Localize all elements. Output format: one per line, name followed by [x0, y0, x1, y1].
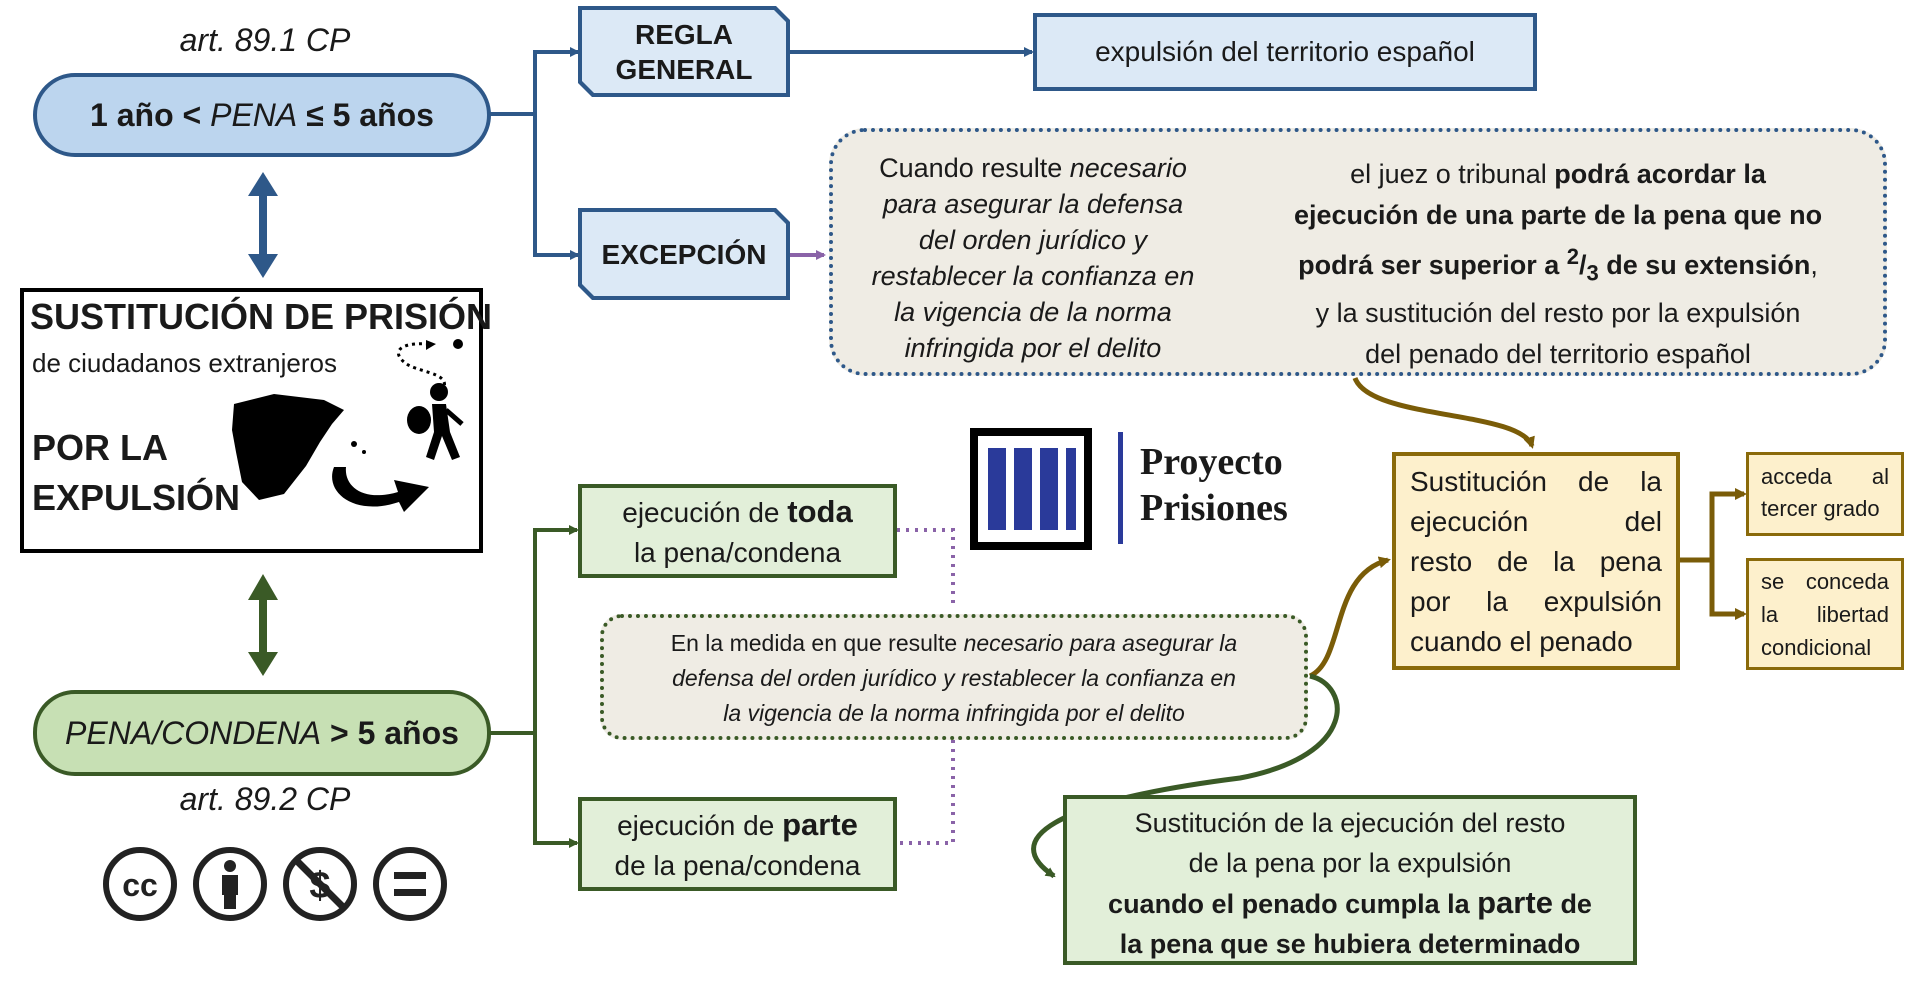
article-89-1-caption: art. 89.1 CP [179, 22, 351, 58]
logo-line-2: Prisiones [1140, 487, 1288, 529]
regla-general-box: REGLA GENERAL [578, 6, 790, 97]
top-branch-connector [490, 47, 1034, 260]
purple-dotted-links [897, 528, 955, 845]
central-line-4: EXPULSIÓN [32, 477, 241, 518]
central-subtitle: de ciudadanos extranjeros [32, 348, 337, 378]
opt1-l1: acceda al [1761, 464, 1889, 489]
exc-res-3b: de su extensión [1598, 250, 1811, 280]
range-over-5: > 5 años [321, 714, 459, 751]
central-line-3: POR LA [32, 427, 169, 468]
exc-res-1b: podrá acordar la [1554, 159, 1766, 189]
medida-l1a: En la medida en que resulte [670, 630, 964, 656]
regla-line-1: REGLA [635, 18, 733, 50]
curved-arrow-icon [332, 467, 429, 512]
exc-res-1a: el juez o tribunal [1350, 159, 1555, 189]
opt2-l1: se conceda [1761, 569, 1889, 594]
final-l3a: cuando el penado cumpla la [1108, 889, 1478, 919]
exc-res-2: ejecución de una parte de la pena que no [1293, 200, 1823, 230]
exc-cond-w2: necesario [1069, 153, 1187, 183]
toda-la-pena-box: ejecución de toda la pena/condena [578, 484, 897, 578]
spain-map-icon [232, 394, 344, 500]
attribution-icon [193, 847, 267, 921]
toda-suffix: la pena/condena [633, 537, 842, 568]
license-icons: cc $ [102, 846, 452, 926]
final-l3b: parte [1477, 885, 1553, 920]
parte-keyword: parte [782, 807, 858, 842]
green-loop-arrow [1031, 673, 1340, 879]
tercer-grado-box: acceda al tercer grado [1746, 452, 1904, 536]
dotted-trajectory-icon [397, 342, 446, 388]
central-title: SUSTITUCIÓN DE PRISIÓN [30, 296, 493, 337]
regla-result-text: expulsión del territorio español [1095, 36, 1475, 67]
blue-double-arrow [248, 172, 278, 278]
regla-line-2: GENERAL [615, 53, 753, 85]
excepcion-box: EXCEPCIÓN [578, 208, 790, 300]
parte-prefix: ejecución de [617, 810, 783, 841]
orange-l2: ejecución del [1410, 506, 1662, 537]
penalty-range-1-5-pill: 1 año < PENA ≤ 5 años [33, 73, 491, 157]
exc-cond-l4: restablecer la confianza en [871, 261, 1195, 291]
exc-cond-l6: infringida por el delito [904, 333, 1162, 363]
exc-cond-l5: la vigencia de la norma [894, 297, 1172, 327]
medida-l3: la vigencia de la norma infringida por e… [723, 700, 1185, 726]
svg-text:cc: cc [122, 867, 158, 903]
opt2-l2: la libertad [1761, 602, 1889, 627]
olive-curve-arrows [1308, 376, 1747, 679]
exc-cond-l2: para asegurar la defensa [882, 189, 1184, 219]
exc-cond-l3: del orden jurídico y [918, 225, 1148, 255]
logo-line-1: Proyecto [1140, 441, 1283, 483]
medida-l1b: necesario para asegurar la [963, 630, 1238, 656]
parte-suffix: de la pena/condena [614, 850, 861, 881]
range-prefix: 1 año < [90, 96, 211, 133]
two-thirds-fraction: 2/3 [1566, 244, 1599, 286]
exception-condition: Cuando resulte necesario para asegurar l… [853, 150, 1213, 366]
toda-keyword: toda [787, 494, 853, 529]
medida-l2: defensa del orden jurídico y restablecer… [672, 665, 1236, 691]
central-title-box: SUSTITUCIÓN DE PRISIÓN de ciudadanos ext… [20, 288, 492, 553]
proyecto-prisiones-logo: Proyecto Prisiones [970, 428, 1330, 550]
excepcion-label: EXCEPCIÓN [601, 238, 767, 270]
range-pena: PENA [210, 96, 298, 133]
exc-res-5: del penado del territorio español [1365, 339, 1751, 370]
final-l1: Sustitución de la ejecución del resto [1134, 808, 1566, 838]
regla-result-box: expulsión del territorio español [1033, 13, 1537, 91]
orange-l1: Sustitución de la [1410, 466, 1662, 497]
range-pena-condena: PENA/CONDENA [65, 714, 322, 751]
opt1-l2: tercer grado [1761, 496, 1880, 521]
no-derivatives-icon [373, 847, 447, 921]
final-l4: la pena que se hubiera determinado [1119, 929, 1581, 959]
walking-person-icon [407, 383, 464, 460]
orange-l3: resto de la pena [1410, 546, 1662, 577]
penalty-over-5-pill: PENA/CONDENA > 5 años [33, 690, 491, 776]
final-substitution-box: Sustitución de la ejecución del resto de… [1063, 795, 1637, 965]
exc-res-4: y la sustitución del resto por la expuls… [1315, 298, 1801, 329]
exc-res-3c: , [1810, 250, 1818, 280]
parte-de-la-pena-box: ejecución de parte de la pena/condena [578, 797, 897, 891]
orange-substitution-box: Sustitución de la ejecución del resto de… [1392, 452, 1680, 670]
opt2-l3: condicional [1761, 635, 1872, 660]
exception-description-box: Cuando resulte necesario para asegurar l… [829, 128, 1887, 376]
article-89-2-caption: art. 89.2 CP [179, 781, 351, 817]
libertad-condicional-box: se conceda la libertad condicional [1746, 558, 1904, 670]
logo-divider [1118, 432, 1123, 544]
medida-condition-box: En la medida en que resulte necesario pa… [600, 614, 1308, 740]
prison-bars-icon [970, 428, 1092, 550]
exc-res-3a: podrá ser superior a [1298, 250, 1567, 280]
toda-prefix: ejecución de [622, 497, 788, 528]
exception-result: el juez o tribunal podrá acordar la ejec… [1253, 154, 1863, 375]
range-suffix: ≤ 5 años [297, 96, 434, 133]
green-double-arrow [248, 574, 278, 676]
final-l3c: de [1552, 889, 1592, 919]
non-commercial-icon: $ [283, 847, 357, 921]
spain-expulsion-illustration [232, 339, 464, 512]
cc-icon: cc [103, 847, 177, 921]
orange-l5: cuando el penado [1410, 626, 1633, 657]
exc-cond-w1: Cuando resulte [879, 153, 1070, 183]
bottom-branch-connector [490, 525, 579, 848]
final-l2: de la pena por la expulsión [1188, 848, 1512, 878]
orange-l4: por la expulsión [1410, 586, 1662, 617]
